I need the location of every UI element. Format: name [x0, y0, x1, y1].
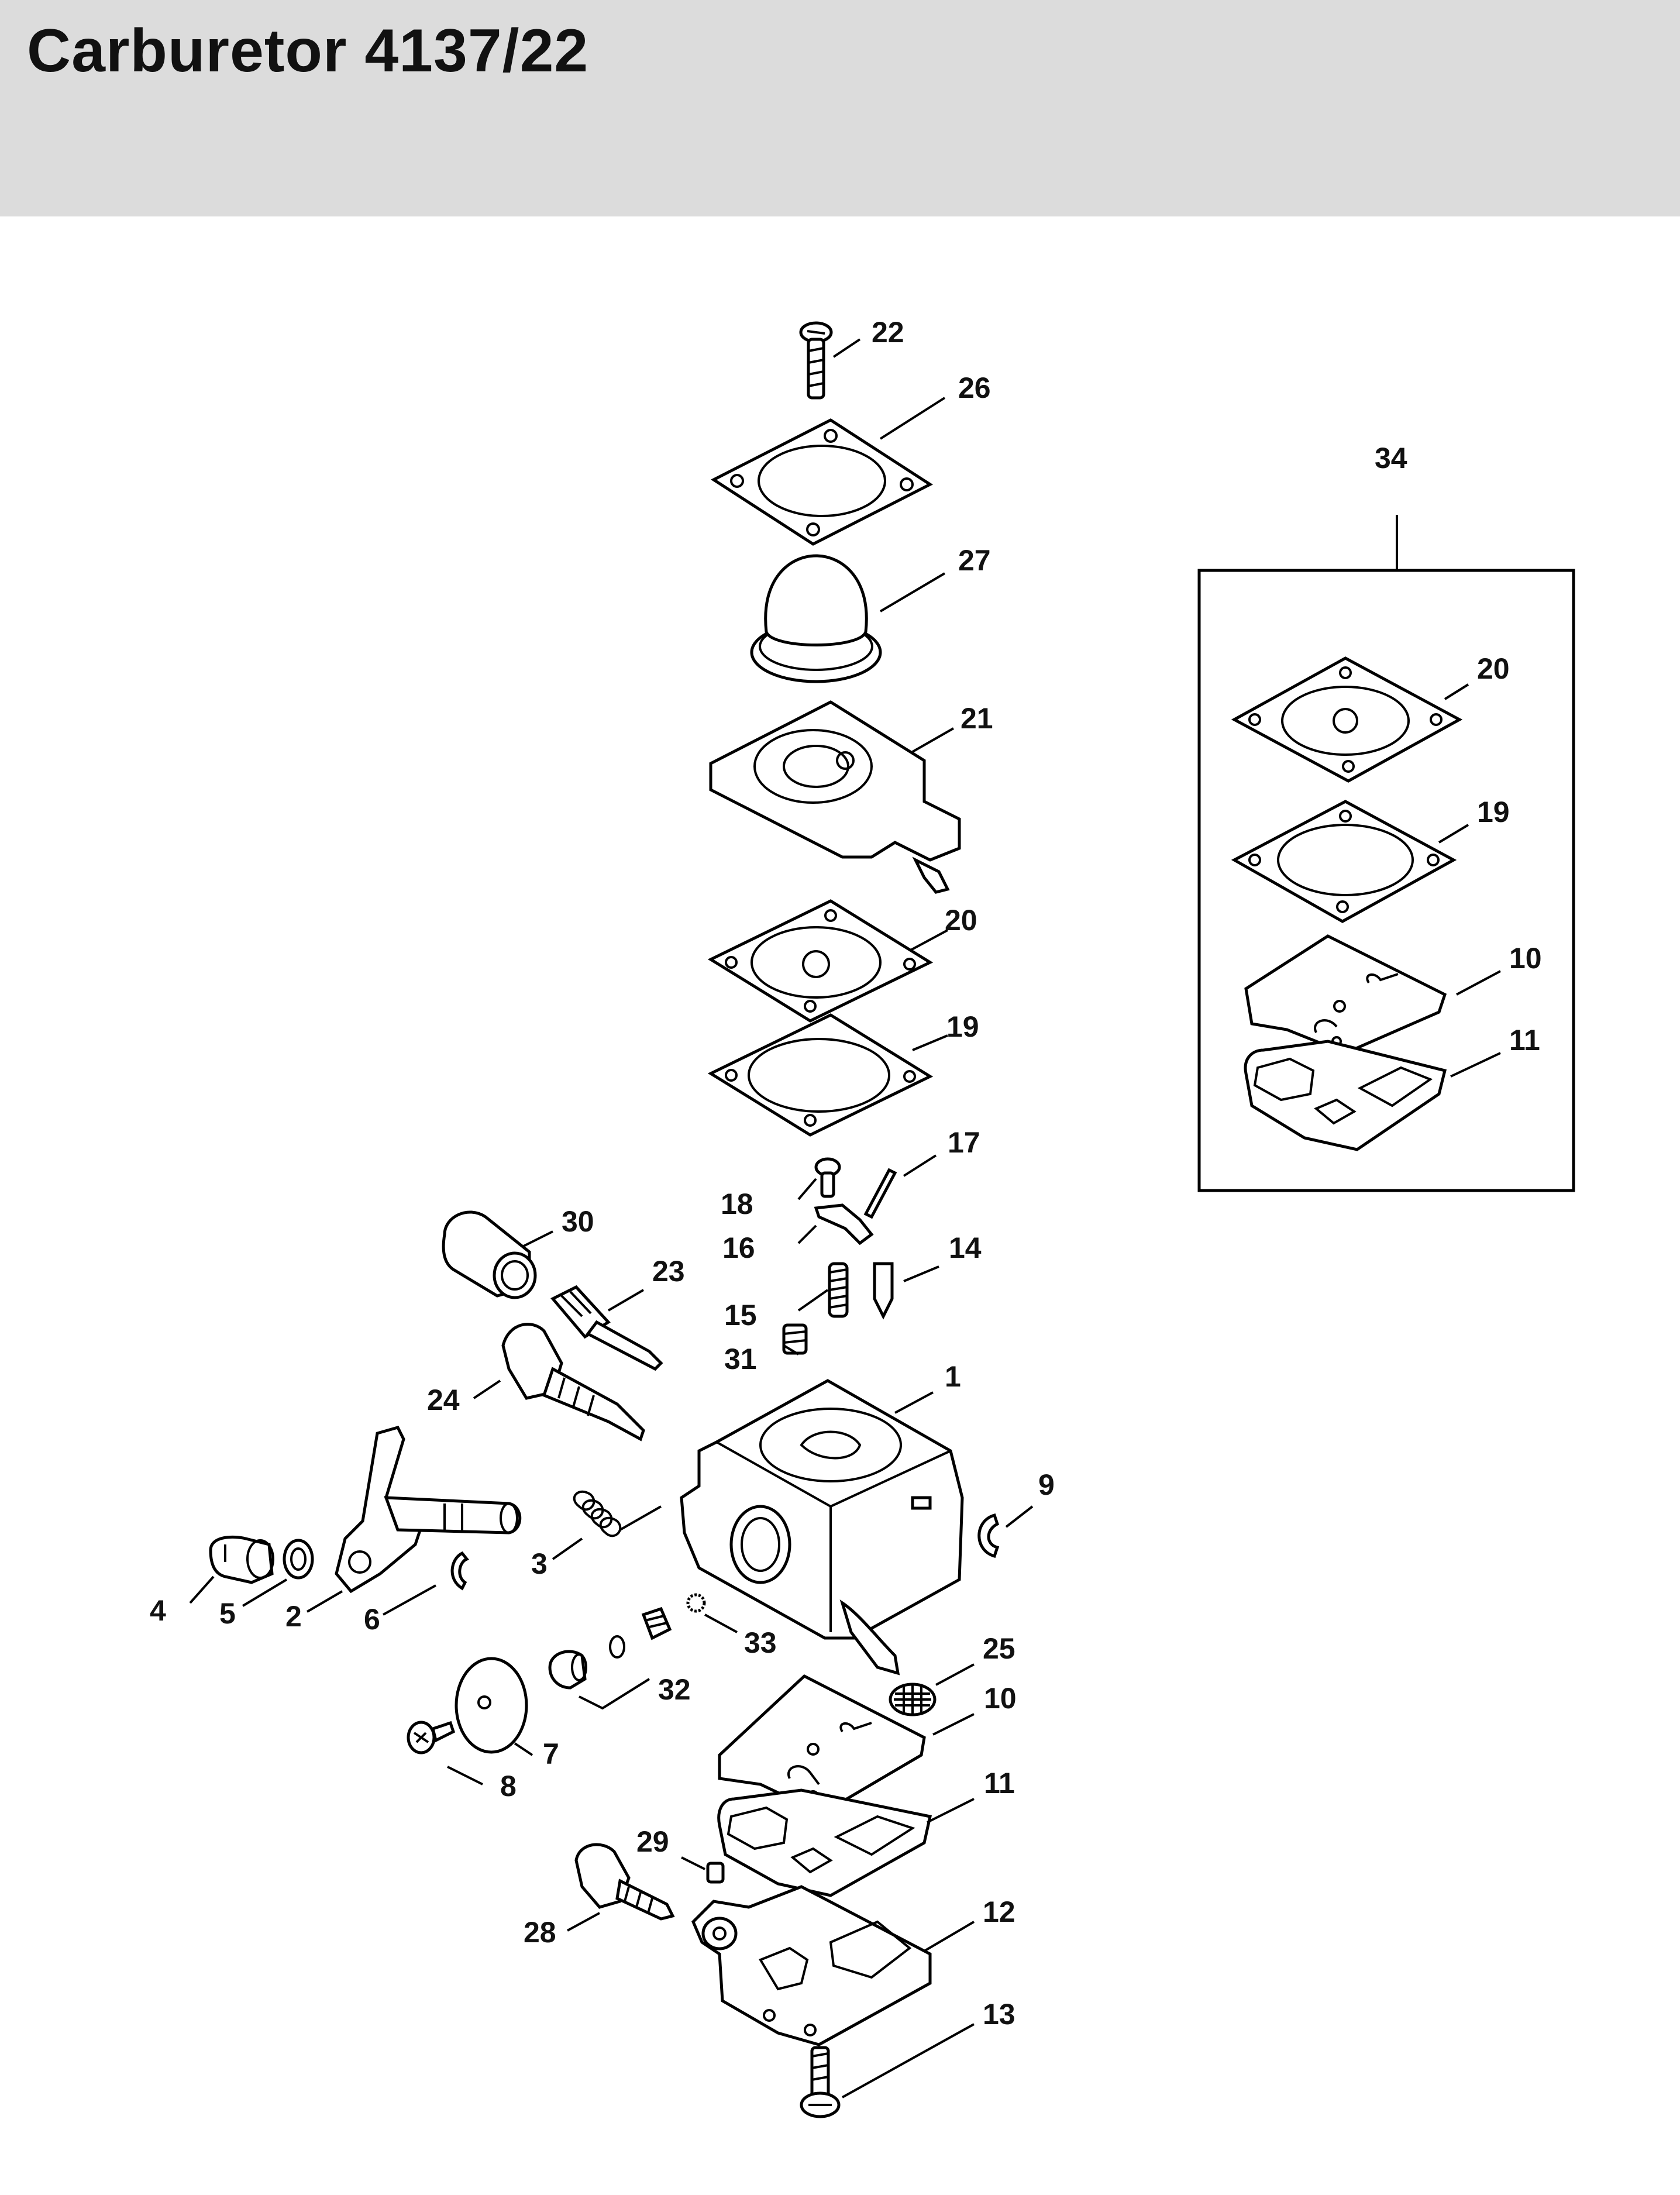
- header-bar: [0, 0, 1680, 216]
- part-23-adjusting-screw: [550, 1285, 663, 1371]
- part-27-primer-bulb: [750, 554, 882, 683]
- callout-30: 30: [562, 1205, 594, 1238]
- callout-19: 19: [946, 1010, 979, 1043]
- callout-4: 4: [150, 1594, 166, 1627]
- part-3-spring: [573, 1490, 662, 1537]
- part-2-throttle-lever: [335, 1426, 522, 1594]
- callout-22: 22: [872, 316, 904, 349]
- callout-25: 25: [983, 1632, 1015, 1665]
- part-22-screw: [799, 321, 833, 400]
- part-18-screw: [814, 1157, 841, 1198]
- part-10-diaphragm: [718, 1674, 926, 1815]
- callout-27: 27: [958, 544, 991, 577]
- part-6-e-clip: [450, 1551, 470, 1591]
- callout-2: 2: [285, 1600, 302, 1633]
- callout-29: 29: [636, 1825, 669, 1858]
- callout-10-kit: 10: [1509, 942, 1542, 975]
- part-31-plug: [782, 1323, 808, 1355]
- part-25-filter-screen: [889, 1683, 937, 1716]
- part-4-bushing: [209, 1535, 274, 1584]
- callout-24: 24: [427, 1384, 460, 1416]
- callout-34: 34: [1375, 442, 1407, 474]
- callout-7: 7: [543, 1738, 559, 1770]
- part-15-spring: [828, 1262, 849, 1318]
- part-9-clip: [977, 1513, 1000, 1558]
- part-1-carburetor-body: [680, 1379, 964, 1676]
- part-12-pump-cover: [691, 1885, 932, 2046]
- callout-3: 3: [531, 1547, 548, 1580]
- callout-33: 33: [744, 1626, 777, 1659]
- part-21-pump-cover: [709, 700, 961, 894]
- callout-21: 21: [961, 702, 993, 735]
- leader-lines: [189, 338, 1501, 2098]
- part-17-pin: [863, 1168, 897, 1219]
- callout-28: 28: [524, 1916, 556, 1949]
- callout-8: 8: [500, 1770, 517, 1802]
- callout-6: 6: [364, 1603, 380, 1636]
- part-20-diaphragm: [707, 899, 934, 1023]
- callout-12: 12: [983, 1895, 1015, 1928]
- part-13-screw: [800, 2046, 841, 2118]
- callout-23: 23: [652, 1255, 685, 1288]
- callout-11: 11: [984, 1767, 1015, 1800]
- callout-15: 15: [724, 1299, 757, 1332]
- callout-11-kit: 11: [1509, 1024, 1540, 1057]
- callout-16: 16: [722, 1231, 755, 1264]
- part-11-gasket: [717, 1788, 932, 1897]
- callout-14: 14: [949, 1231, 982, 1264]
- part-7-throttle-disc: [455, 1657, 528, 1754]
- callout-5: 5: [219, 1597, 236, 1630]
- callout-1: 1: [945, 1360, 961, 1393]
- callout-19-kit: 19: [1477, 796, 1510, 828]
- callout-17: 17: [948, 1126, 980, 1159]
- callout-10: 10: [984, 1682, 1017, 1715]
- kit-34-box: [1197, 515, 1575, 1192]
- part-5-washer: [283, 1539, 314, 1580]
- part-28-fitting: [574, 1843, 675, 1921]
- page-title: Carburetor 4137/22: [27, 17, 589, 85]
- part-8-screw: [407, 1721, 456, 1754]
- part-24-idle-screw: [501, 1323, 645, 1441]
- part-14-needle: [873, 1262, 894, 1320]
- part-29-plug: [706, 1862, 725, 1884]
- callout-32: 32: [658, 1673, 691, 1706]
- part-19-gasket: [707, 1013, 934, 1137]
- callout-31: 31: [724, 1343, 757, 1375]
- callout-labels: 22 26 27 21 20 19 17 18 16 14 15 31 30 2…: [150, 316, 1542, 2031]
- callout-9: 9: [1038, 1468, 1055, 1501]
- part-16-lever: [814, 1203, 874, 1246]
- part-33-screen: [686, 1593, 706, 1613]
- part-30-cap: [442, 1210, 537, 1299]
- callout-26: 26: [958, 371, 991, 404]
- part-32-valve-set: [548, 1606, 672, 1710]
- callout-20: 20: [945, 904, 977, 937]
- callout-18: 18: [721, 1188, 753, 1220]
- callout-13: 13: [983, 1998, 1015, 2031]
- part-26-plate: [711, 418, 933, 546]
- callout-20-kit: 20: [1477, 652, 1510, 685]
